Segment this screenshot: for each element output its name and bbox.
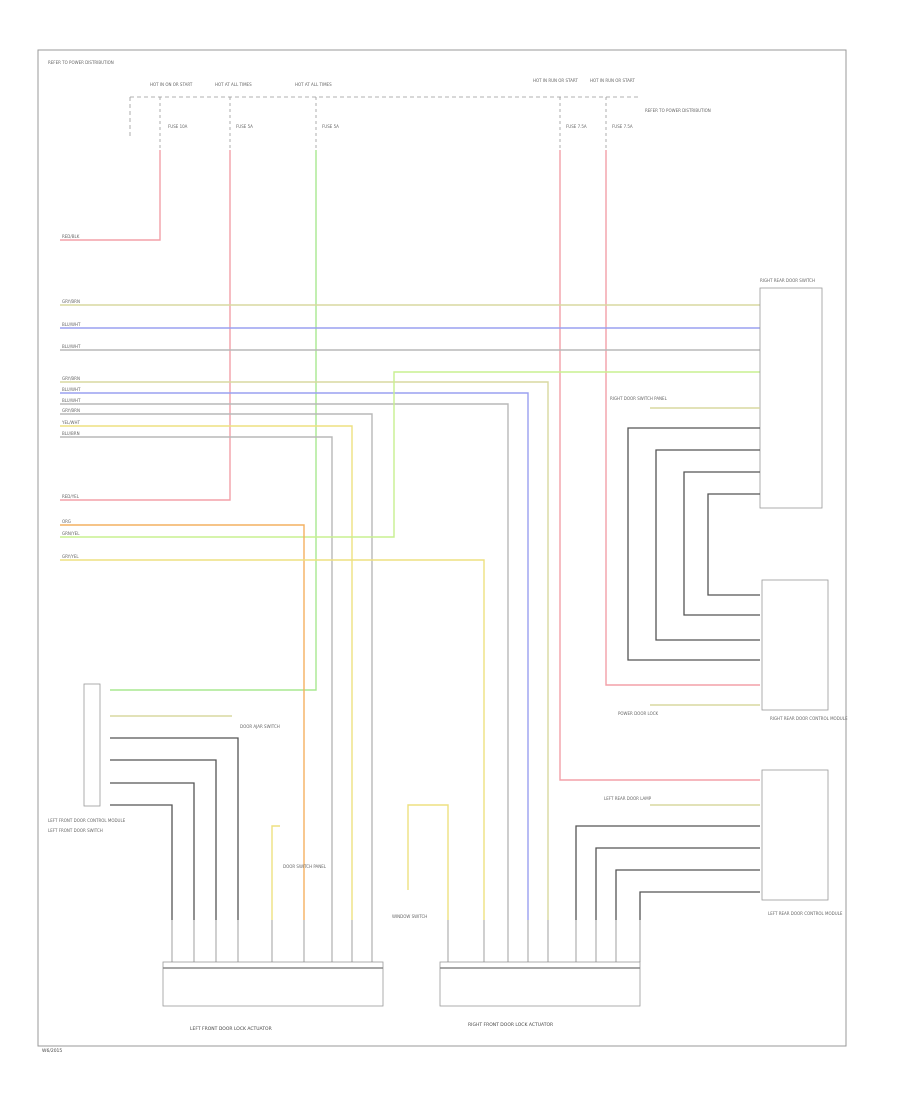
label-fuse-e: FUSE 7.5A (612, 124, 633, 129)
wire-yellow-3 (271, 825, 280, 920)
svg-text:BLU/WHT: BLU/WHT (62, 398, 81, 403)
label-right-sw-lamp: RIGHT DOOR SWITCH PANEL (610, 396, 668, 401)
svg-text:GRY/BRN: GRY/BRN (62, 299, 80, 304)
label-fuse-d: FUSE 7.5A (566, 124, 587, 129)
label-hot-right1: HOT IN RUN OR START (533, 78, 578, 83)
wire-red-second (60, 150, 231, 501)
wire-orange (60, 524, 305, 920)
label-rr-power: POWER DOOR LOCK (618, 711, 659, 716)
wire-red-right2 (605, 150, 760, 686)
svg-text:RED/BLK: RED/BLK (62, 234, 80, 239)
label-hot-right2: HOT IN RUN OR START (590, 78, 635, 83)
wire-labels: RED/BLK GRY/BRN BLU/WHT BLU/WHT GRY/BRN … (61, 234, 81, 559)
rr-module-box (761, 579, 829, 711)
label-door-warn: DOOR AJAR SWITCH (240, 724, 280, 729)
label-left-front-ctrl: LEFT FRONT DOOR CONTROL MODULE (48, 818, 126, 823)
label-lf-sw-panel: DOOR SWITCH PANEL (283, 864, 327, 869)
label-rr-module: RIGHT REAR DOOR CONTROL MODULE (770, 716, 848, 721)
svg-text:GRY/YEL: GRY/YEL (62, 554, 79, 559)
wire-gray-2 (60, 403, 509, 920)
right-dark-wires (627, 427, 760, 661)
label-fuse-a: FUSE 10A (168, 124, 188, 129)
left-sw-box (83, 683, 101, 807)
diagram-frame (37, 49, 847, 1047)
label-right-sw-top: RIGHT REAR DOOR SWITCH (760, 278, 815, 283)
svg-text:YEL/WHT: YEL/WHT (61, 420, 81, 425)
svg-text:BLU/BRN: BLU/BRN (62, 431, 80, 436)
wire-lime-right (60, 371, 760, 538)
svg-text:ORG: ORG (62, 519, 71, 524)
label-left-lamp: LEFT REAR DOOR LAMP (604, 796, 652, 801)
label-lr-module: LEFT REAR DOOR CONTROL MODULE (768, 911, 843, 916)
svg-text:BLU/WHT: BLU/WHT (62, 322, 81, 327)
label-rf-lock: RIGHT FRONT DOOR LOCK ACTUATOR (468, 1022, 553, 1028)
wire-blue-2 (60, 392, 529, 920)
label-hot-run2: HOT AT ALL TIMES (295, 82, 332, 87)
label-fuse-b: FUSE 5A (236, 124, 253, 129)
wire-red-left (60, 150, 161, 241)
wire-yellow-2 (60, 559, 485, 920)
svg-text:GRN/YEL: GRN/YEL (62, 531, 80, 536)
svg-text:RED/YEL: RED/YEL (62, 494, 80, 499)
svg-text:GRY/BRN: GRY/BRN (62, 408, 80, 413)
label-fuse-c: FUSE 5A (322, 124, 339, 129)
svg-text:GRY/BRN: GRY/BRN (62, 376, 80, 381)
label-ignition-left: HOT IN ON OR START (150, 82, 193, 87)
rf-lock-connector (439, 961, 641, 1007)
wire-gray-4 (60, 436, 333, 920)
label-lf-window: WINDOW SWITCH (392, 914, 427, 919)
wire-green-vertical (110, 150, 317, 691)
label-hot-run1: HOT AT ALL TIMES (215, 82, 252, 87)
bottom-pins (171, 920, 641, 962)
lf-lock-connector (162, 961, 384, 1007)
wire-olive-2 (60, 381, 549, 920)
label-ref-top: REFER TO POWER DISTRIBUTION (48, 60, 114, 65)
left-dark-wires (110, 737, 239, 920)
wire-yellow-1 (60, 425, 353, 920)
fuse-drops (159, 97, 607, 150)
label-note-right: REFER TO POWER DISTRIBUTION (645, 108, 711, 113)
footer-code: W6/2015 (42, 1048, 62, 1054)
svg-text:BLU/WHT: BLU/WHT (62, 344, 81, 349)
label-left-sw: LEFT FRONT DOOR SWITCH (48, 828, 103, 833)
wire-gray-3 (60, 413, 373, 920)
svg-text:BLU/WHT: BLU/WHT (62, 387, 81, 392)
wire-red-right1 (559, 150, 760, 781)
right-switch-box (759, 287, 823, 509)
lr-module-box (761, 769, 829, 901)
label-lf-lock: LEFT FRONT DOOR LOCK ACTUATOR (190, 1026, 272, 1032)
bottom-right-dark-wires (575, 825, 760, 920)
wire-yellow-4 (407, 804, 449, 920)
